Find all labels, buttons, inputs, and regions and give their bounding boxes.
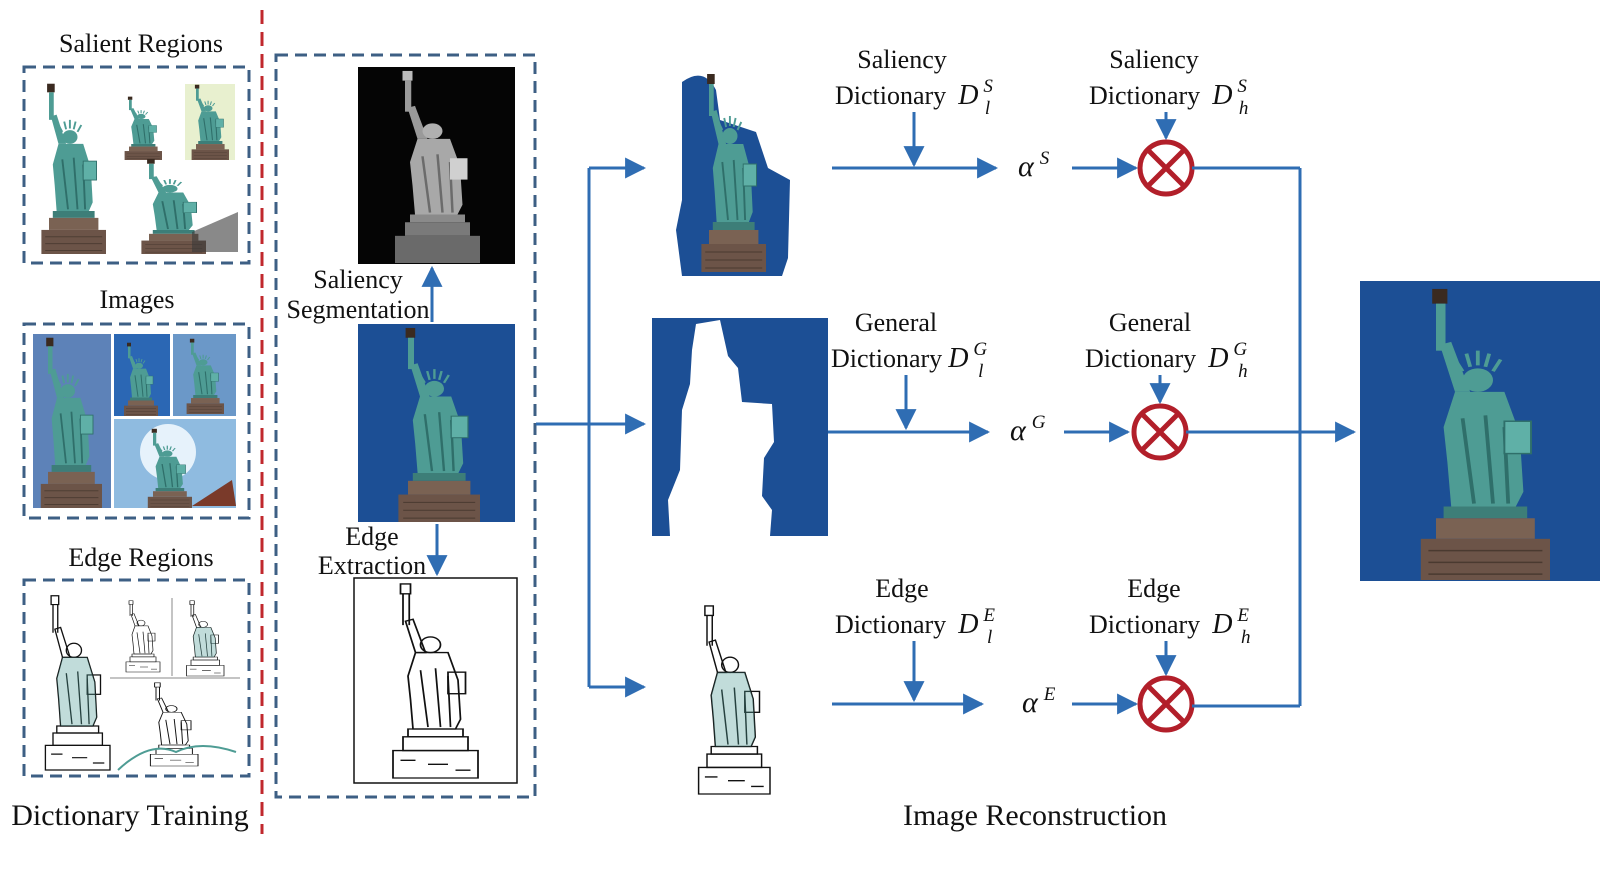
- edge-multiplier: [1140, 678, 1192, 730]
- row-saliency: Saliency Dictionary D S l α S Saliency D…: [832, 45, 1251, 194]
- alpha-e: α E: [1022, 684, 1056, 719]
- alpha-s: α S: [1018, 148, 1050, 183]
- general-region-image: [652, 318, 828, 536]
- images-box: [22, 322, 251, 520]
- saliency-segmentation-label-line2: Segmentation: [287, 295, 430, 324]
- image-reconstruction-caption: Image Reconstruction: [903, 799, 1167, 832]
- saliency-high-dict-line1: Saliency: [1109, 45, 1199, 74]
- row-general: General Dictionary D G l α G General Dic…: [828, 308, 1251, 458]
- saliency-map-image: [358, 67, 515, 265]
- general-high-dict-line2: Dictionary D G h: [1085, 339, 1251, 382]
- edge-extraction-label-line2: Extraction: [318, 551, 426, 580]
- salient-region-image: [676, 73, 790, 276]
- edge-low-dict-line1: Edge: [875, 574, 928, 603]
- saliency-low-dict-line2: Dictionary D S l: [835, 76, 997, 119]
- edge-extraction-label-line1: Edge: [345, 522, 398, 551]
- edge-high-dict-line1: Edge: [1127, 574, 1180, 603]
- saliency-segmentation-label-line1: Saliency: [313, 265, 403, 294]
- branch-connectors: [536, 157, 647, 698]
- edge-region-image: [699, 606, 770, 794]
- salient-region-thumbnails: [40, 82, 238, 255]
- saliency-multiplier: [1140, 142, 1192, 194]
- merge-connectors: [1186, 166, 1357, 708]
- input-processing-box: [274, 53, 537, 799]
- general-multiplier: [1134, 406, 1186, 458]
- saliency-high-dict-line2: Dictionary D S h: [1089, 76, 1251, 119]
- saliency-low-dict-line1: Saliency: [857, 45, 947, 74]
- input-image: [358, 324, 515, 524]
- images-title: Images: [99, 285, 174, 314]
- edge-region-thumbnails: [45, 596, 240, 771]
- dictionary-training-caption: Dictionary Training: [11, 799, 249, 832]
- alpha-g: α G: [1010, 412, 1046, 447]
- edge-high-dict-line2: Dictionary D E h: [1089, 605, 1253, 648]
- general-low-dict-line2: Dictionary D G l: [831, 339, 991, 382]
- salient-regions-title: Salient Regions: [59, 29, 223, 58]
- general-high-dict-line1: General: [1109, 308, 1191, 337]
- general-low-dict-line1: General: [855, 308, 937, 337]
- row-edge: Edge Dictionary D E l α E Edge Dictionar…: [832, 574, 1253, 730]
- edge-regions-box: [22, 578, 251, 778]
- training-image-thumbnails: [33, 334, 236, 509]
- edge-low-dict-line2: Dictionary D E l: [835, 605, 999, 648]
- edge-regions-title: Edge Regions: [68, 543, 213, 572]
- salient-regions-box: [22, 65, 251, 265]
- edge-map-image: [353, 577, 518, 784]
- reconstructed-image: [1360, 281, 1600, 582]
